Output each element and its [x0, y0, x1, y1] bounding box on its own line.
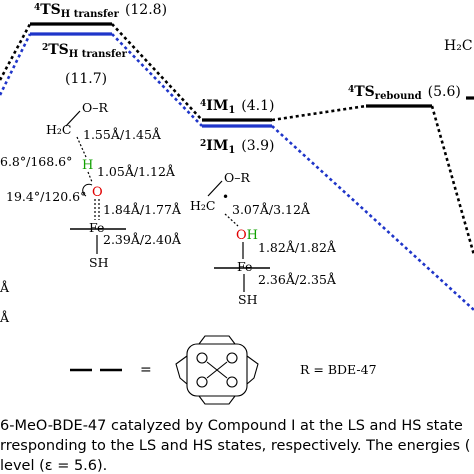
r-definition: R = BDE-47 — [300, 362, 377, 377]
ts-c-o-bond — [65, 110, 81, 127]
ts-h-o-bond — [87, 171, 93, 183]
im-structure: O–R H₂C • 3.07Å/3.12Å OH 1.82Å/1.82Å Fe … — [190, 170, 337, 307]
ts-h-doublet-label: 2TSH transfer — [42, 42, 128, 60]
im-dist-co: 3.07Å/3.12Å — [232, 202, 311, 217]
im-c-oh-contact — [224, 213, 239, 227]
ts-angle-1: 6.8°/168.6° — [0, 154, 72, 169]
im-radical-dot: • — [222, 190, 229, 204]
im-fe-atom: Fe — [237, 259, 252, 274]
ts-dist-fes: 2.39Å/2.40Å — [103, 232, 182, 247]
caption-line-3: level (ε = 5.6). — [0, 458, 107, 474]
ts-dist-ch: 1.55Å/1.45Å — [83, 127, 162, 142]
energy-levels — [30, 22, 474, 128]
ts-h-doublet-energy: (11.7) — [65, 71, 107, 87]
ts-structure: O–R H₂C 1.55Å/1.45Å 6.8°/168.6° H 1.05Å/… — [0, 100, 182, 270]
im-h2c-group: H₂C — [190, 198, 215, 213]
ts-angle-2: 19.4°/120.6° — [6, 189, 86, 204]
ts-sh-group: SH — [89, 255, 109, 270]
left-edge-partial-1: Å — [0, 280, 10, 295]
ts-dist-ho: 1.05Å/1.12Å — [97, 164, 176, 179]
ts-dist-ofe: 1.84Å/1.77Å — [103, 202, 182, 217]
caption-line-2: rresponding to the LS and HS states, res… — [0, 438, 470, 454]
im-or-group: O–R — [224, 170, 250, 185]
legend: = R = BDE-47 — [70, 335, 377, 405]
ts-o-atom: O — [92, 185, 103, 200]
im1-doublet-label: 2IM1(3.9) — [200, 138, 274, 156]
im-dist-ofe: 1.82Å/1.82Å — [258, 240, 337, 255]
caption: 6-MeO-BDE-47 catalyzed by Compound I at … — [0, 418, 470, 474]
ts-h-atom: H — [82, 158, 93, 173]
doublet-connector-ts-im — [111, 33, 203, 127]
legend-equals: = — [140, 362, 152, 378]
quartet-connector-ts-im — [111, 23, 203, 121]
ts-angle-arc — [82, 183, 93, 197]
ts-h2c-group: H₂C — [46, 122, 71, 137]
quartet-connector-rebound-exit — [430, 105, 474, 256]
im1-quartet-label: 4IM1(4.1) — [200, 98, 274, 116]
ts-or-group: O–R — [82, 100, 108, 115]
left-edge-partial-2: Å — [0, 310, 10, 325]
im-c-o-bond — [207, 180, 223, 197]
porphyrin-icon — [175, 335, 259, 405]
caption-line-1: 6-MeO-BDE-47 catalyzed by Compound I at … — [0, 418, 463, 434]
right-edge-partial-label: H₂C — [444, 38, 473, 54]
ts-fe-atom: Fe — [89, 220, 104, 235]
quartet-connector-im-rebound — [271, 104, 367, 122]
ts-h-quartet-label: 4TSH transfer(12.8) — [34, 2, 167, 20]
ts-rebound-quartet-label: 4TSrebound(5.6) — [348, 84, 461, 102]
quartet-connector-entry — [0, 23, 32, 81]
im-sh-group: SH — [238, 292, 258, 307]
im-oh-group: OH — [236, 228, 258, 243]
im-dist-fes: 2.36Å/2.35Å — [258, 272, 337, 287]
doublet-connector-entry — [0, 33, 32, 96]
connectors — [0, 23, 474, 311]
